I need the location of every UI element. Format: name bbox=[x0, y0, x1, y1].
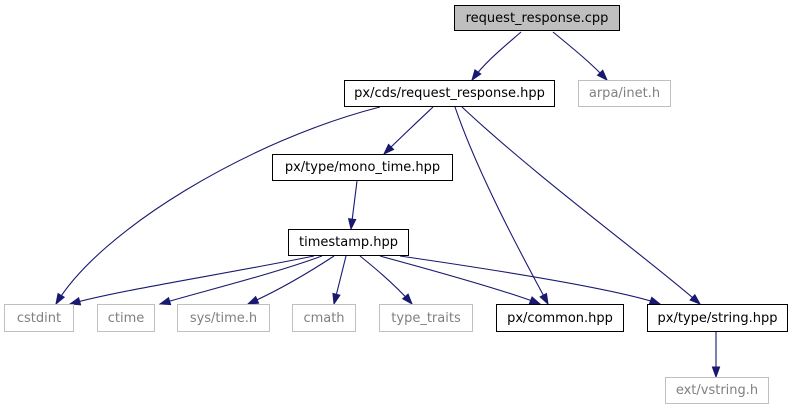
edge-timestamp-to-cstdint bbox=[69, 255, 315, 305]
arrowhead-request_response_hpp-to-cstdint bbox=[55, 292, 66, 306]
arrowhead-request_response_hpp-to-common bbox=[539, 292, 549, 306]
node-type-traits: type_traits bbox=[379, 304, 473, 332]
arrowhead-request_response_hpp-to-string bbox=[689, 293, 702, 305]
arrowhead-timestamp-to-sys_time bbox=[246, 295, 260, 305]
edge-timestamp-to-string bbox=[399, 255, 661, 305]
edge-timestamp-to-common bbox=[379, 255, 541, 305]
node-string-hpp[interactable]: px/type/string.hpp bbox=[647, 304, 788, 332]
arrowhead-timestamp-to-cstdint bbox=[68, 297, 82, 306]
arrowhead-timestamp-to-type_traits bbox=[401, 293, 413, 306]
node-sys-time-h: sys/time.h bbox=[177, 304, 270, 332]
arrowhead-timestamp-to-ctime bbox=[158, 296, 172, 306]
arrowhead-string-to-vstring bbox=[711, 366, 721, 379]
edge-timestamp-to-type_traits bbox=[359, 255, 413, 305]
node-vstring-h: ext/vstring.h bbox=[665, 377, 769, 404]
edge-request_response_hpp-to-cstdint bbox=[55, 106, 381, 305]
arrowhead-request_response_cpp-to-arpa_inet bbox=[596, 69, 609, 82]
arrowhead-request_response_cpp-to-request_response_hpp bbox=[471, 68, 482, 82]
node-timestamp-hpp[interactable]: timestamp.hpp bbox=[288, 229, 409, 256]
node-request-response-cpp[interactable]: request_response.cpp bbox=[454, 5, 620, 31]
edge-request_response_hpp-to-string bbox=[461, 106, 701, 305]
node-cmath: cmath bbox=[292, 304, 356, 332]
node-mono-time-hpp[interactable]: px/type/mono_time.hpp bbox=[272, 154, 453, 181]
arrowhead-mono_time-to-timestamp bbox=[347, 218, 357, 231]
node-cstdint: cstdint bbox=[4, 304, 74, 332]
edge-request_response_hpp-to-common bbox=[454, 106, 549, 305]
node-arpa-inet-h: arpa/inet.h bbox=[578, 80, 671, 107]
arrowhead-timestamp-to-common bbox=[528, 296, 542, 305]
edge-request_response_cpp-to-arpa_inet bbox=[552, 31, 608, 81]
arrowhead-timestamp-to-cmath bbox=[332, 292, 341, 306]
node-request-response-hpp[interactable]: px/cds/request_response.hpp bbox=[344, 80, 555, 107]
arrowhead-request_response_hpp-to-mono_time bbox=[382, 143, 395, 156]
edge-timestamp-to-sys_time bbox=[247, 255, 335, 305]
node-ctime: ctime bbox=[97, 304, 155, 332]
edge-timestamp-to-ctime bbox=[159, 255, 323, 305]
node-common-hpp[interactable]: px/common.hpp bbox=[496, 304, 624, 332]
